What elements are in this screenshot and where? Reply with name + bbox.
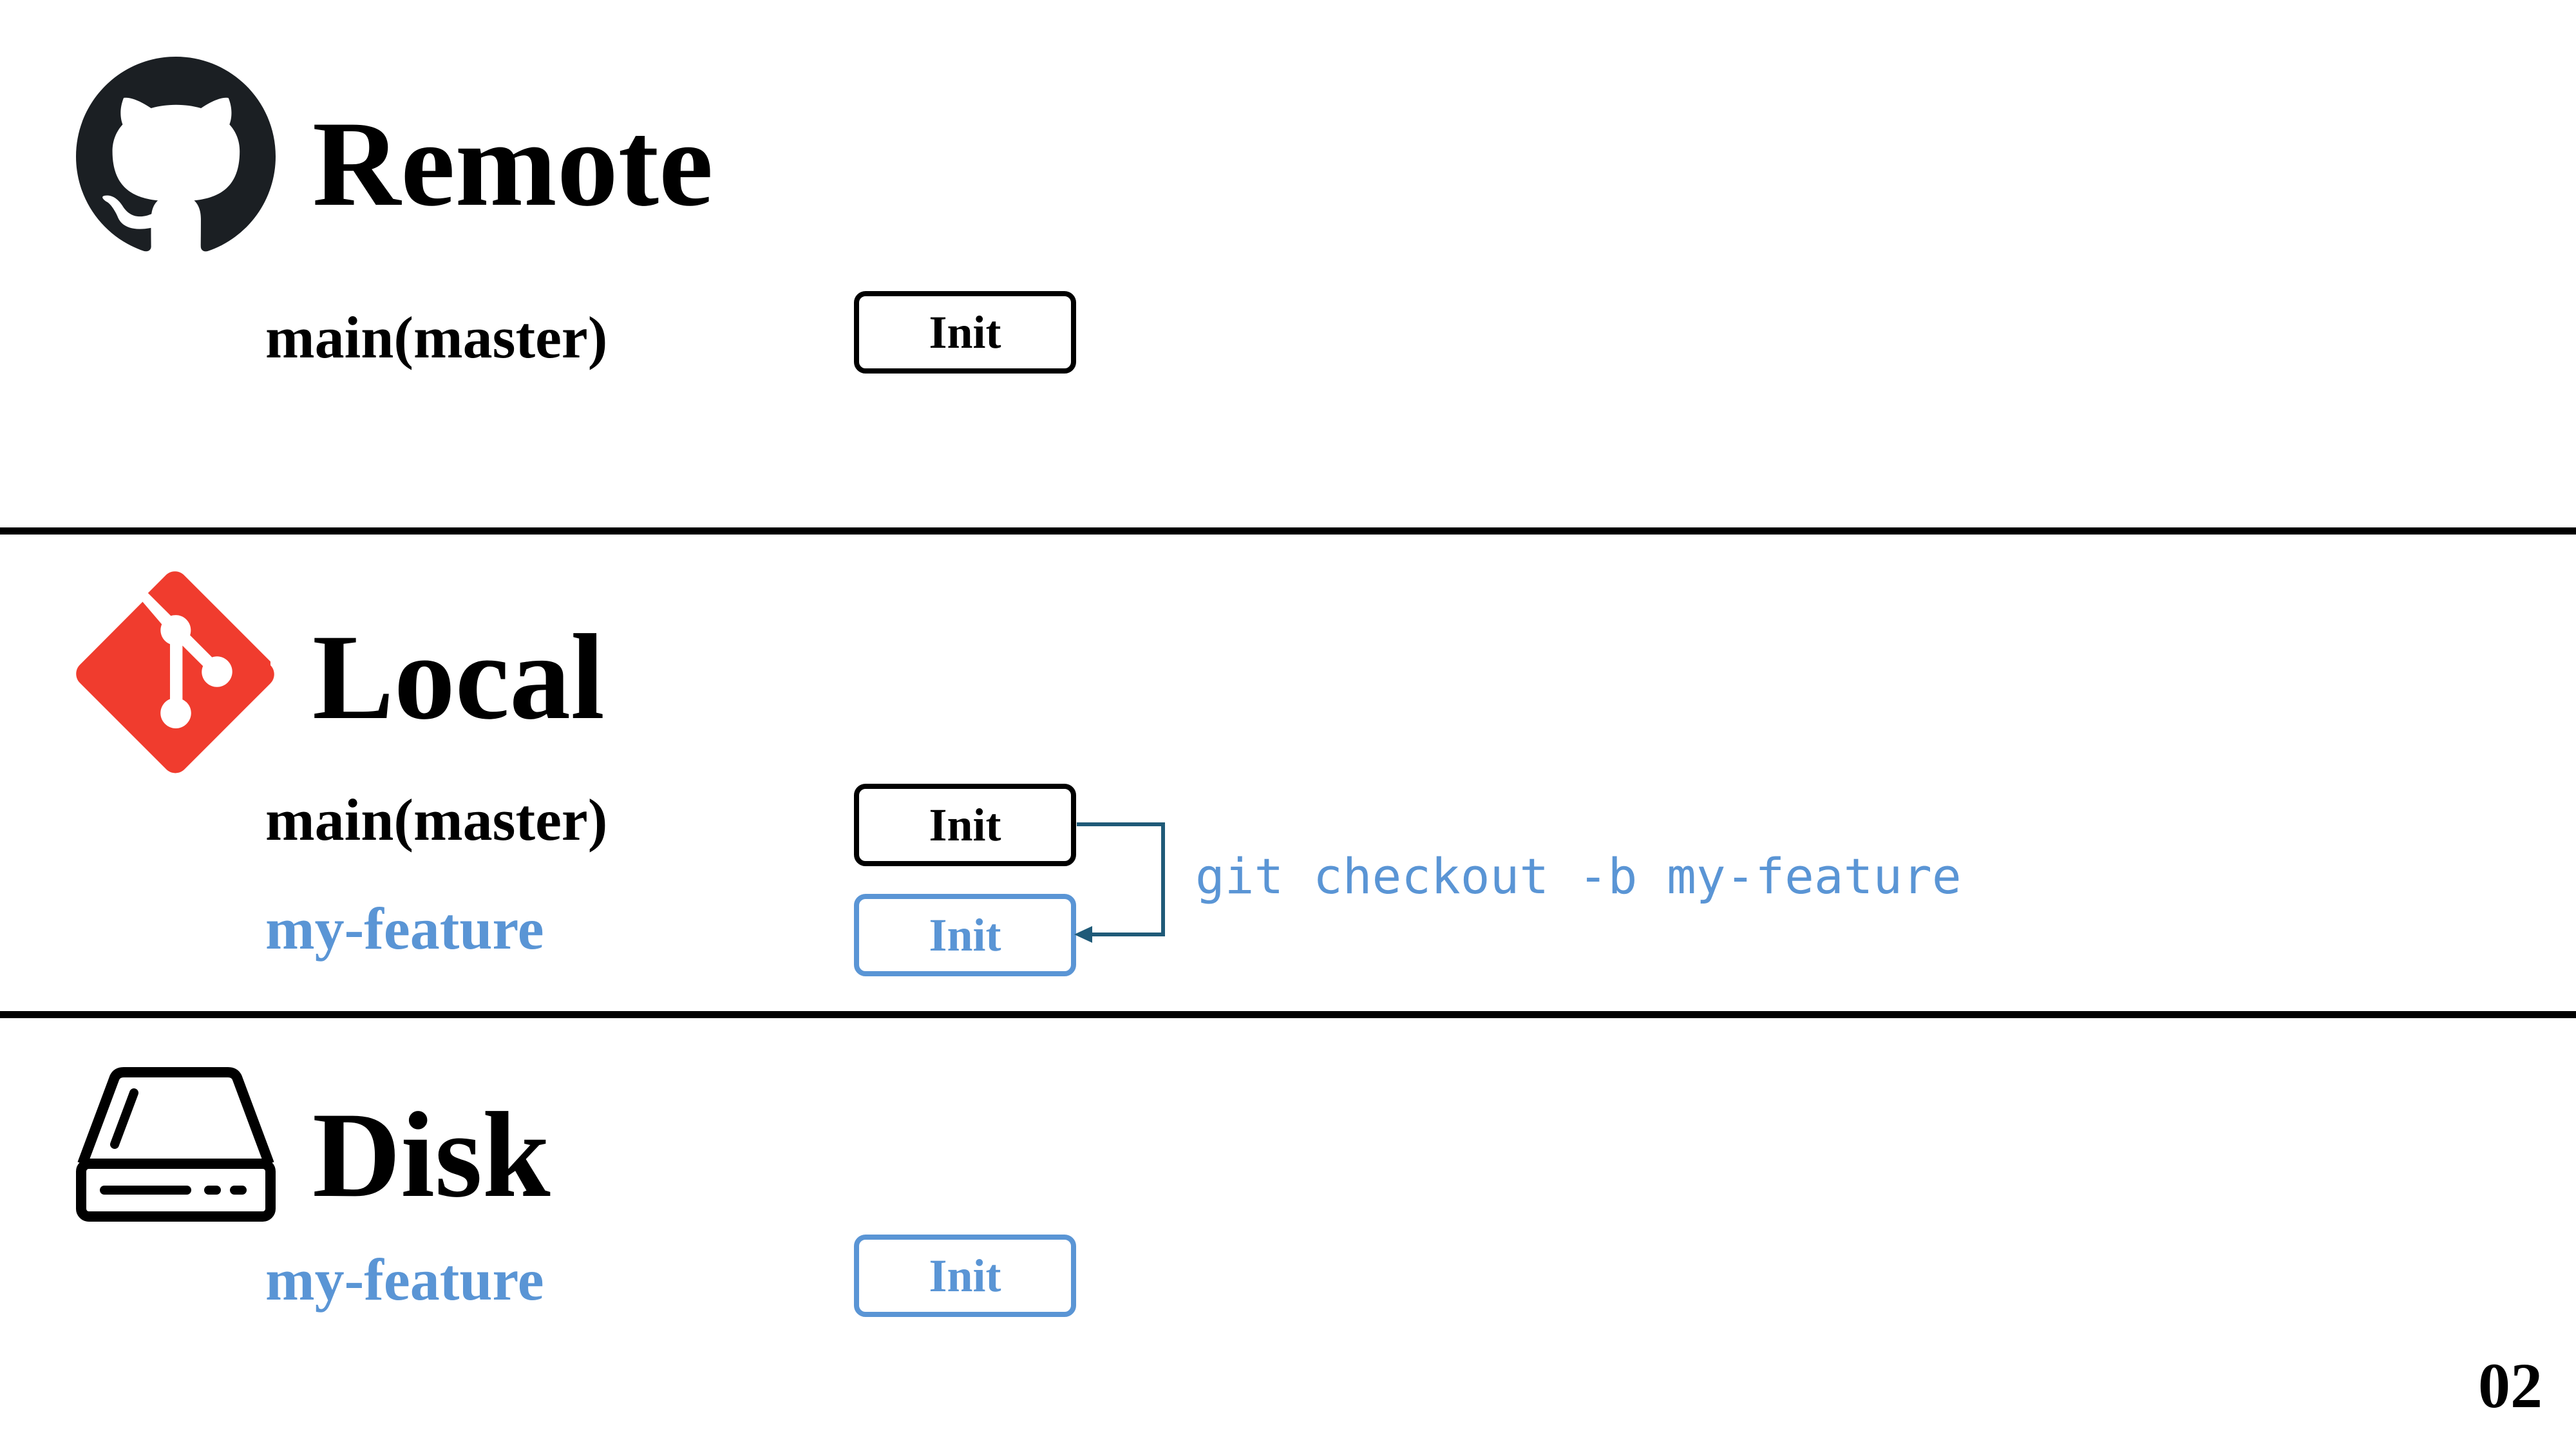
remote-title: Remote [312,97,714,232]
disk-feature-commit-init: Init [854,1235,1076,1317]
local-section: Local main(master) Init my-feature Init … [0,535,2576,1011]
local-main-branch-label: main(master) [265,787,608,853]
remote-local-divider [0,527,2576,535]
disk-section: Disk my-feature Init [0,1018,2576,1449]
disk-feature-branch-label: my-feature [265,1247,544,1312]
local-feature-branch-label: my-feature [265,896,544,961]
local-title: Local [312,610,605,745]
local-main-commit-init: Init [854,784,1076,866]
remote-main-branch-label: main(master) [265,305,608,370]
github-icon [76,57,276,256]
local-feature-commit-init: Init [854,894,1076,976]
local-disk-divider [0,1011,2576,1018]
git-checkout-command: git checkout -b my-feature [1195,848,1962,905]
disk-title: Disk [312,1088,551,1223]
branch-arrow [1074,822,1165,943]
remote-section: Remote main(master) Init [0,0,2576,528]
git-icon [76,571,274,773]
remote-main-commit-init: Init [854,291,1076,374]
page-number: 02 [2478,1350,2543,1421]
hard-drive-icon [76,1067,276,1222]
